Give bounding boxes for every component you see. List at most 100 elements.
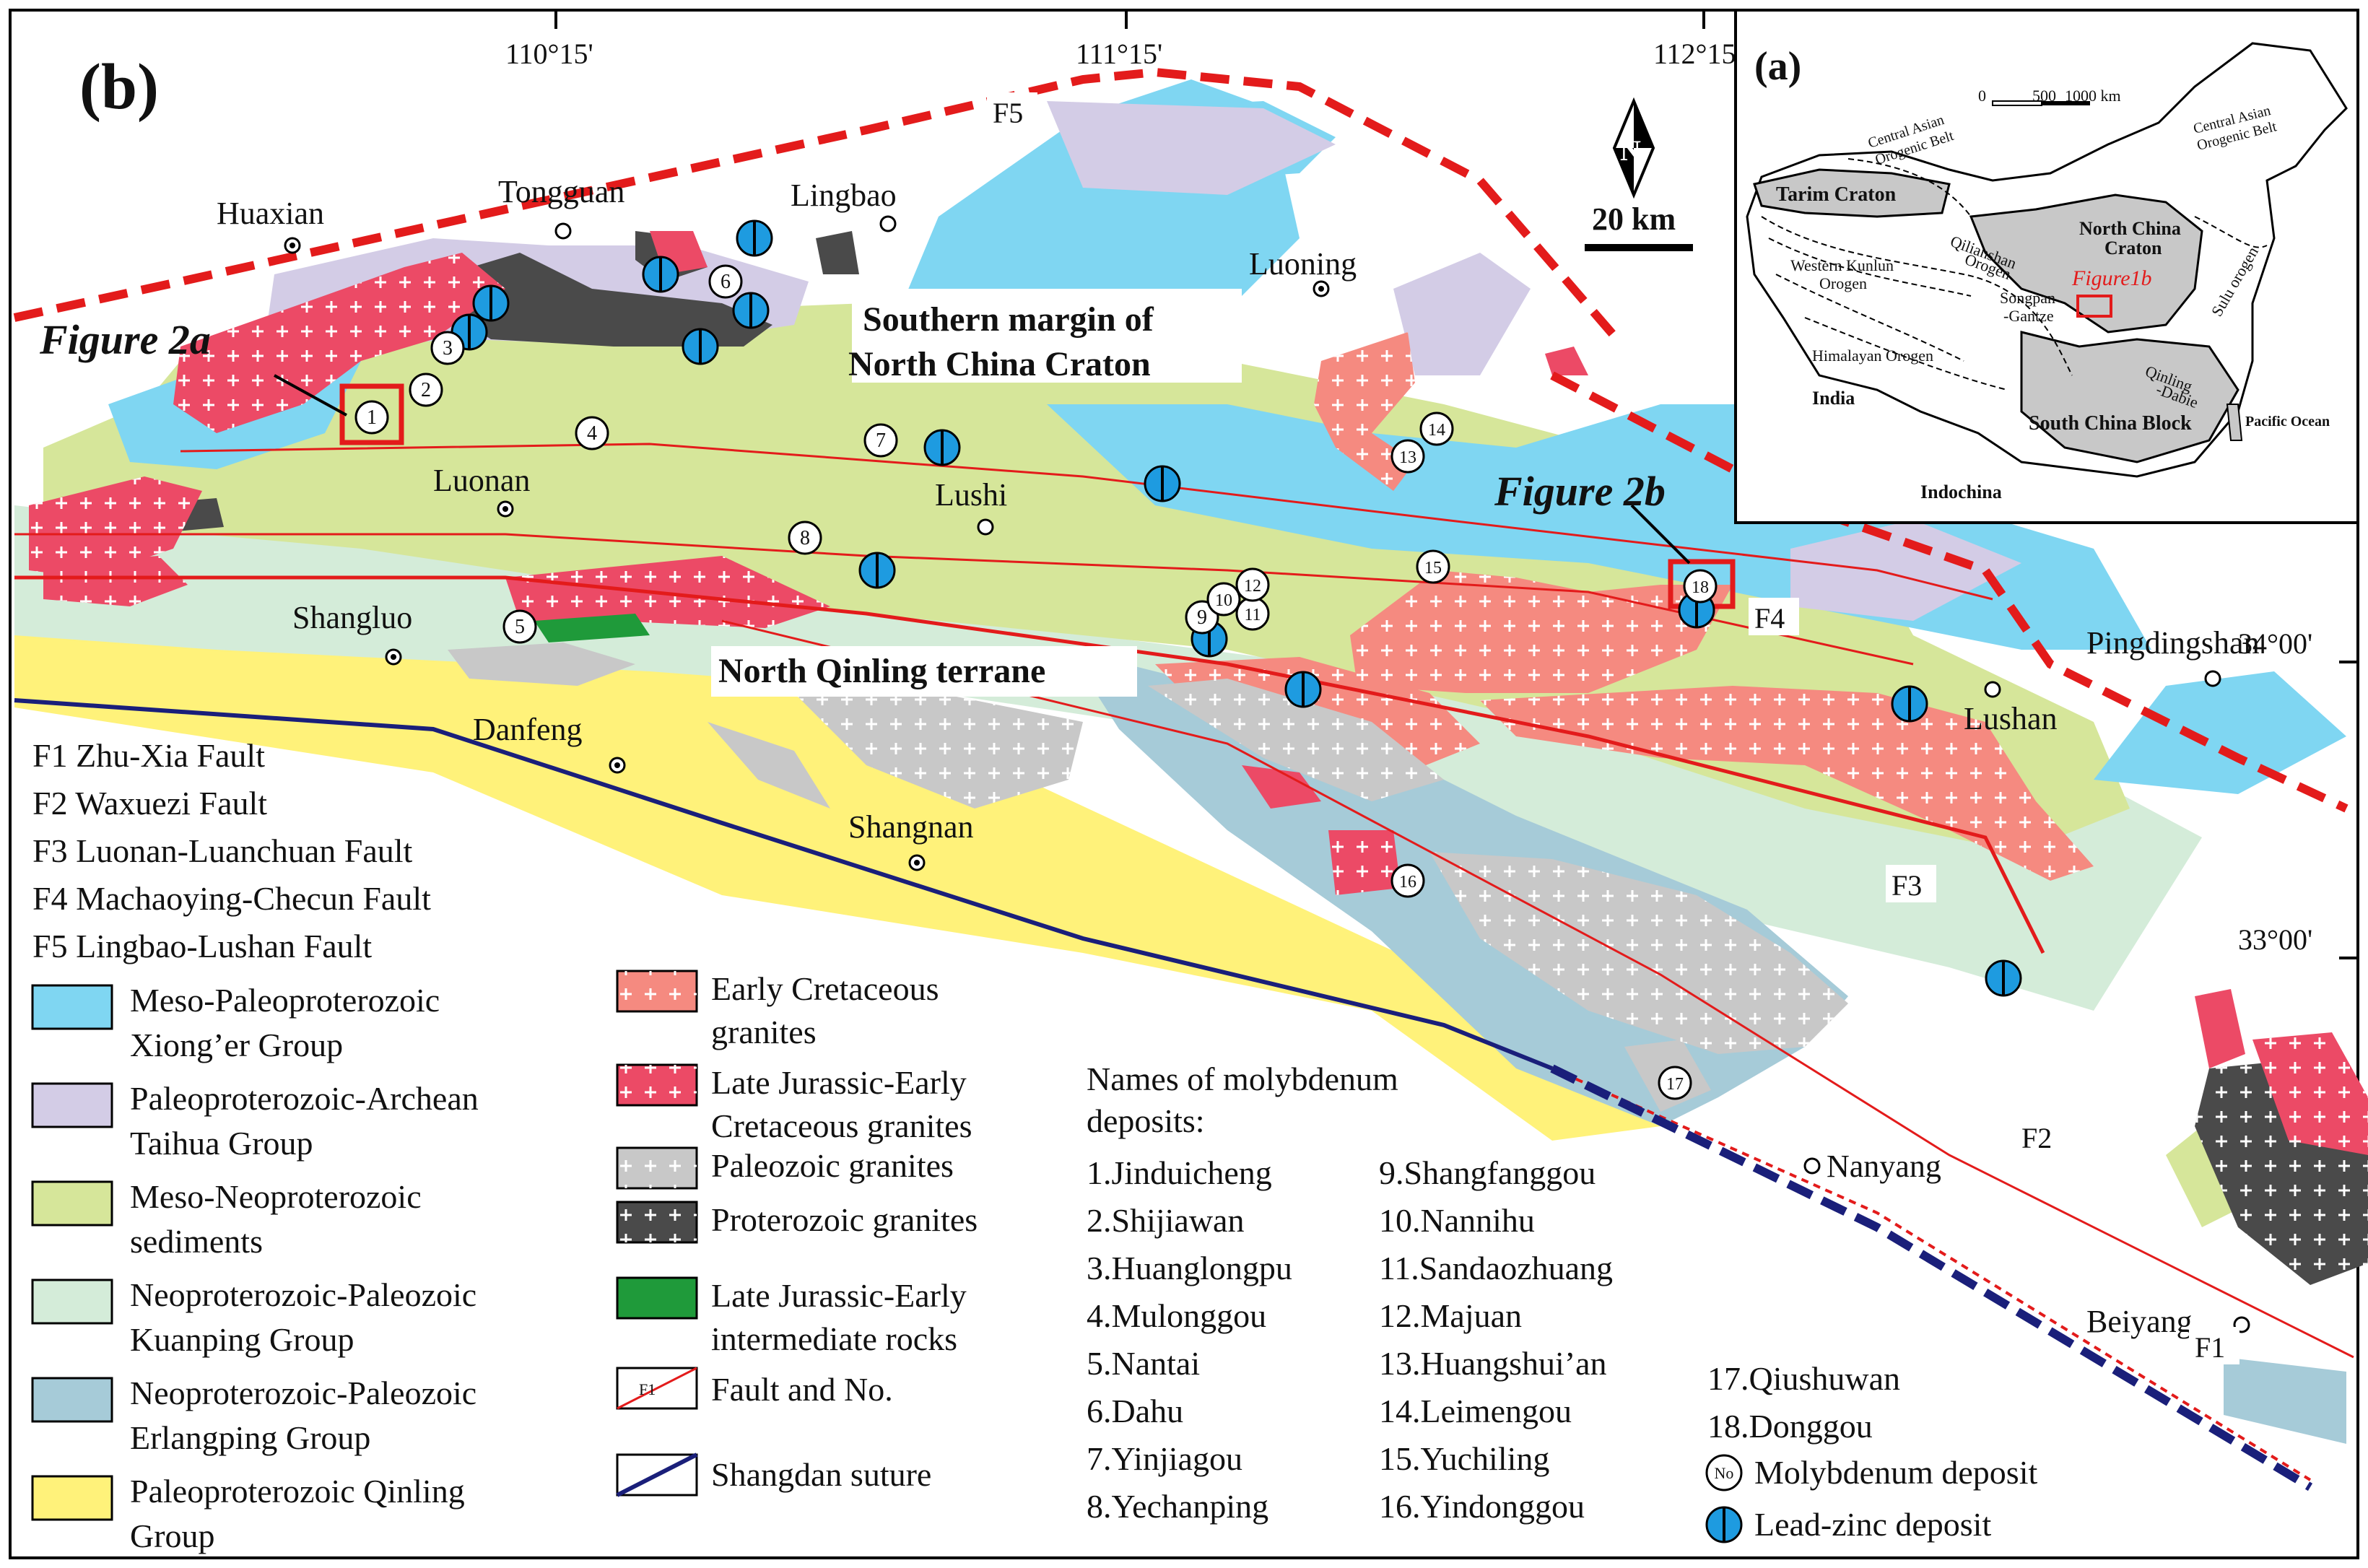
svg-text:12: 12 [1244,577,1261,596]
latitude-label: 33°00' [2238,923,2312,956]
legend-suture: Shangdan suture [711,1456,931,1493]
deposit-name: 10.Nannihu [1379,1202,1535,1239]
scale-label: 20 km [1592,201,1676,237]
scnc-label-line2: North China Craton [848,345,1151,383]
longitude-label: 110°15' [505,38,593,70]
legend-unit-label: Paleoproterozoic-Archean [130,1080,479,1117]
svg-text:1: 1 [367,406,377,429]
mo-deposit-15 [1416,549,1450,584]
svg-text:2: 2 [421,379,431,401]
mo-deposit-14 [1419,411,1454,446]
legend-unit-label: Paleoproterozoic Qinling [130,1473,465,1510]
town-nanyang: Nanyang [1827,1149,1941,1184]
svg-text:15: 15 [1424,559,1442,578]
deposit-name: 5.Nantai [1087,1345,1200,1382]
inset-label-hima: Himalayan Orogen [1812,347,1933,365]
legend-unit-label: Early Cretaceous [711,970,939,1007]
town-beiyang: Beiyang [2086,1304,2193,1339]
svg-text:Cretaceous granites: Cretaceous granites [711,1107,972,1144]
scale-bar [1585,244,1693,251]
fault-tag: F1 [2195,1331,2225,1364]
deposit-name: 18.Donggou [1707,1408,1873,1445]
shangdan-suture-line [14,698,1554,1071]
longitude-label: 111°15' [1076,38,1162,70]
inset-label-fig1b: Figure1b [2071,266,2152,290]
scnc-label-line1: Southern margin of [863,300,1154,339]
town-luoning: Luoning [1249,246,1357,282]
deposit-name: 2.Shijiawan [1087,1202,1244,1239]
inset-label-wk1: Western Kunlun [1790,256,1894,274]
deposit-name: 15.Yuchiling [1379,1440,1549,1477]
svg-text:13: 13 [1399,448,1416,467]
outer-frame [9,9,2359,1559]
fault-tag: F3 [1892,869,1922,902]
mo-deposit-3 [430,331,465,365]
town-shangnan: Shangnan [848,809,974,845]
svg-text:5: 5 [515,616,525,638]
mo-deposit-10 [1206,582,1241,617]
mo-deposit-9 [1185,600,1219,635]
town-danfeng: Danfeng [473,712,583,747]
town-lushan: Lushan [1964,701,2058,736]
figure-2b-label: Figure 2b [1494,468,1666,515]
deposit-name: 14.Leimengou [1379,1393,1572,1429]
fault-tag: F2 [2021,1122,2052,1154]
mo-deposit-12 [1235,567,1270,602]
town-pingdingshan: Pingdingshan [2086,625,2260,661]
mo-deposit-1 [354,400,389,435]
figure-2a-label: Figure 2a [39,316,211,363]
latitude-label: 34°00' [2238,627,2312,660]
nq-label: North Qinling terrane [718,652,1045,690]
svg-text:1000 km: 1000 km [2065,87,2121,105]
svg-text:intermediate rocks: intermediate rocks [711,1320,957,1357]
svg-text:Taihua Group: Taihua Group [130,1125,313,1162]
svg-text:10: 10 [1215,591,1232,610]
inset-label-scb: South China Block [2029,412,2192,435]
mo-deposit-5 [502,609,537,644]
svg-text:Kuanping Group: Kuanping Group [130,1321,354,1358]
scnc-label-bg [852,289,1242,383]
mo-deposit-17 [1658,1066,1692,1100]
legend-unit-label: Meso-Paleoproterozoic [130,982,440,1019]
svg-text:Erlangping Group: Erlangping Group [130,1419,370,1456]
fault-tag: F5 [993,97,1023,129]
legend-fault: F3 Luonan-Luanchuan Fault [32,832,413,869]
svg-text:granites: granites [711,1014,817,1050]
lead-zinc-deposits [450,219,2022,997]
legend-unit-label: Meso-Neoproterozoic [130,1178,422,1215]
legend-fault-symbol: Fault and No. [711,1371,893,1408]
legend-mo: Molybdenum deposit [1754,1454,2037,1491]
mo-deposit-16 [1390,863,1425,898]
inset-label-ncc1: North China [2079,218,2181,239]
mo-deposit-13 [1390,439,1425,474]
legend-fault: F2 Waxuezi Fault [32,785,267,822]
svg-text:17: 17 [1666,1075,1684,1094]
town-shangluo: Shangluo [292,600,412,635]
mo-deposit-7 [863,423,898,458]
svg-text:deposits:: deposits: [1087,1102,1205,1139]
svg-text:9: 9 [1197,606,1207,629]
mo-deposit-2 [409,373,443,407]
svg-text:14: 14 [1428,421,1445,440]
inset-label-sg1: Songpan [2000,289,2055,307]
legend-unit-label: Proterozoic granites [711,1201,978,1238]
svg-text:sediments: sediments [130,1223,263,1260]
inset-label-wk2: Orogen [1819,274,1867,292]
svg-text:N: N [1620,134,1641,167]
svg-text:16: 16 [1399,873,1416,892]
inset-label-pacific: Pacific Ocean [2245,414,2330,430]
inset-label-indochina: Indochina [1920,482,2002,502]
fault-tag: F4 [1754,602,1785,635]
shangdan-suture-dashed [1550,1064,2313,1491]
deposit-name: 17.Qiushuwan [1707,1360,1900,1397]
geology-layer [14,79,2368,1444]
deposit-name: 13.Huangshui’an [1379,1345,1607,1382]
svg-text:3: 3 [443,337,453,360]
inset-label-sg2: -Gantze [2003,307,2054,325]
town-tongguan: Tongguan [498,174,624,209]
svg-text:18: 18 [1692,578,1709,597]
inset-label-ncc2: Craton [2104,238,2162,258]
legend-fault: F4 Machaoying-Checun Fault [32,880,431,917]
